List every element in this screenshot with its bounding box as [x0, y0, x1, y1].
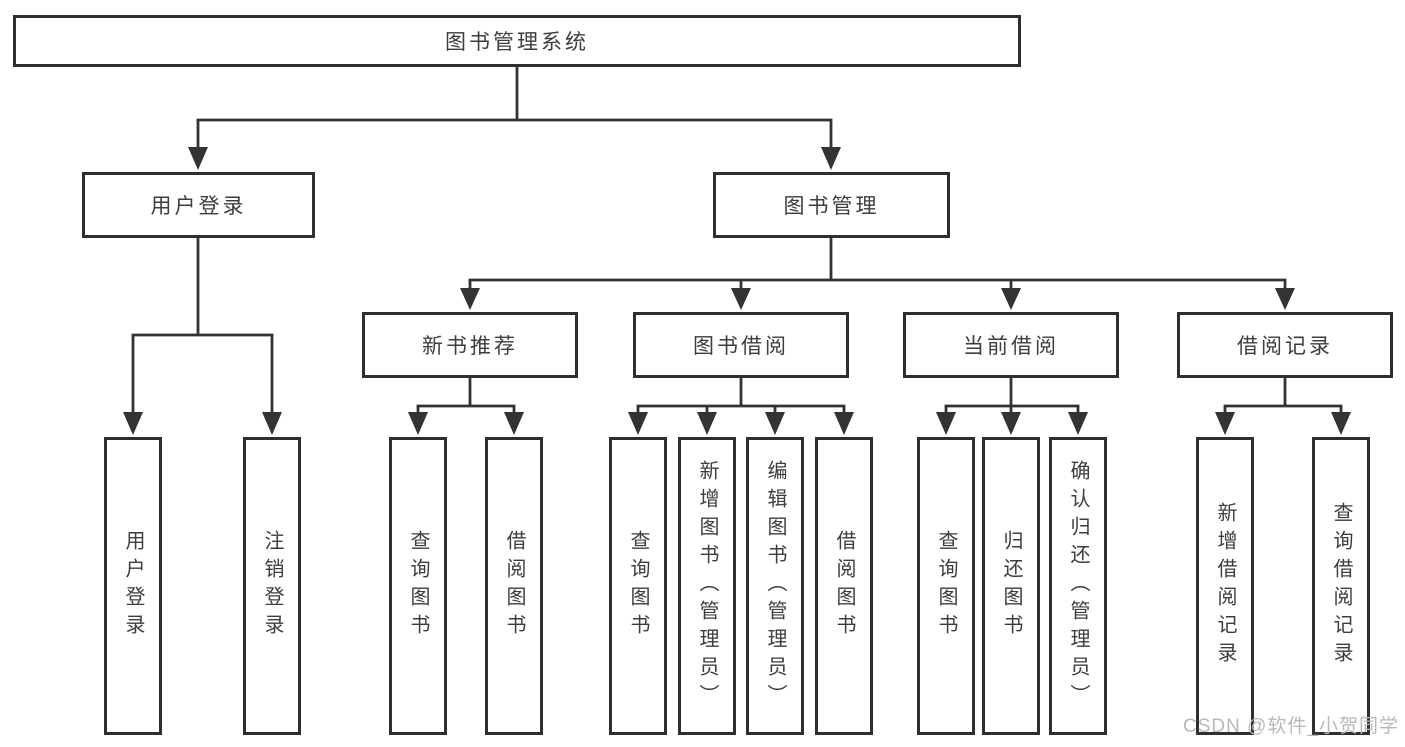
- leaf-logout: 注销登录: [243, 437, 301, 735]
- node-label: 归还图书: [1000, 530, 1022, 642]
- leaf-query-books: 查询图书: [389, 437, 447, 735]
- csdn-watermark: CSDN @软件_小贺同学: [1183, 716, 1399, 737]
- node-new-book-recommendation: 新书推荐: [362, 312, 578, 378]
- node-label: 查询图书: [407, 530, 429, 642]
- node-borrowing-records: 借阅记录: [1177, 312, 1393, 378]
- node-label: 图书管理: [783, 195, 880, 218]
- leaf-query-books: 查询图书: [609, 437, 667, 735]
- node-label: 新书推荐: [422, 335, 518, 358]
- leaf-edit-books-admin: 编辑图书（管理员）: [746, 437, 804, 735]
- node-label: 图书借阅: [693, 335, 789, 358]
- node-label: 借阅图书: [503, 530, 525, 642]
- leaf-borrow-books: 借阅图书: [485, 437, 543, 735]
- node-label: 借阅记录: [1237, 335, 1333, 358]
- leaf-query-books: 查询图书: [917, 437, 975, 735]
- node-label: 查询图书: [935, 530, 957, 642]
- node-book-management: 图书管理: [713, 172, 950, 238]
- node-library-management-system: 图书管理系统: [13, 15, 1021, 67]
- leaf-add-books-admin: 新增图书（管理员）: [678, 437, 736, 735]
- node-label: 注销登录: [261, 530, 283, 642]
- node-label: 查询图书: [627, 530, 649, 642]
- node-label: 确认归还（管理员）: [1067, 460, 1089, 712]
- leaf-return-books: 归还图书: [982, 437, 1040, 735]
- node-label: 用户登录: [150, 195, 247, 218]
- node-label: 用户登录: [122, 530, 144, 642]
- node-label: 当前借阅: [963, 335, 1059, 358]
- node-label: 图书管理系统: [445, 31, 589, 54]
- node-current-borrowing: 当前借阅: [903, 312, 1119, 378]
- node-label: 查询借阅记录: [1330, 502, 1352, 670]
- leaf-query-borrow-record: 查询借阅记录: [1312, 437, 1370, 735]
- node-user-login: 用户登录: [82, 172, 315, 238]
- node-label: 借阅图书: [833, 530, 855, 642]
- leaf-confirm-return-admin: 确认归还（管理员）: [1049, 437, 1107, 735]
- node-label: 编辑图书（管理员）: [764, 460, 786, 712]
- node-label: 新增借阅记录: [1214, 502, 1236, 670]
- leaf-borrow-books: 借阅图书: [815, 437, 873, 735]
- leaf-user-login: 用户登录: [104, 437, 162, 735]
- node-book-borrowing: 图书借阅: [633, 312, 849, 378]
- node-label: 新增图书（管理员）: [696, 460, 718, 712]
- leaf-add-borrow-record: 新增借阅记录: [1196, 437, 1254, 735]
